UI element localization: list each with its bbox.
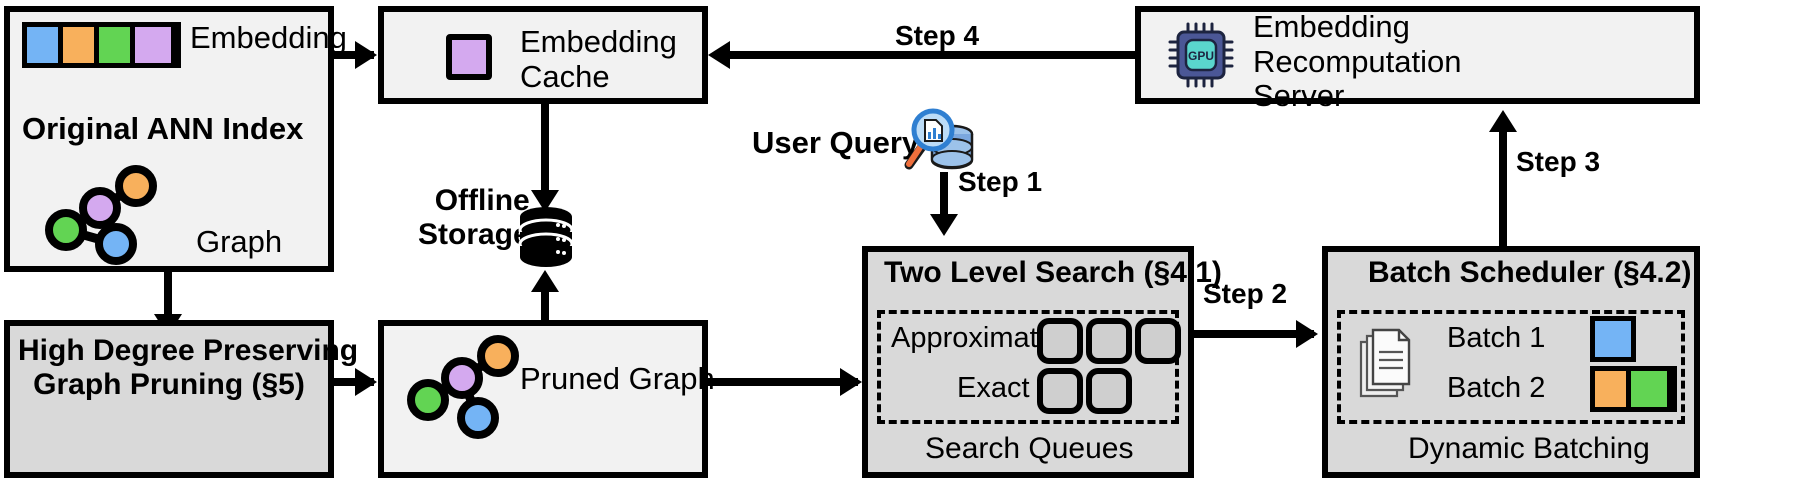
embedding-cache-title: Embedding Cache [520,24,677,94]
embedding-label: Embedding [190,20,347,55]
edge-pruned-to-search-line [708,378,858,386]
queue-slot[interactable] [1086,318,1132,364]
batch-cell [1595,371,1631,407]
user-query-label: User Query [752,125,920,160]
graph-label: Graph [196,224,283,259]
step4-label: Step 4 [895,20,980,51]
database-icon [518,206,574,268]
edge-cache-to-storage-arrow [531,190,559,212]
graph-pruning-title: High Degree Preserving Graph Pruning (§5… [18,334,359,401]
edge-cache-to-storage-line [541,104,549,192]
documents-icon [1357,328,1413,400]
recomputation-server-title: Embedding Recomputation Server [1253,9,1462,114]
offline-storage-label: Offline Storage [418,184,530,251]
queue-slot[interactable] [1037,368,1083,414]
batch-scheduler-title: Batch Scheduler (§4.2) [1368,256,1692,289]
edge-step4-line [730,51,1135,59]
edge-step1-line [940,172,948,218]
search-queues-dashed-region [877,310,1179,424]
svg-text:GPU: GPU [1188,49,1214,63]
embedding-cache-box [378,6,708,104]
edge-step1-arrow [930,214,958,236]
edge-pruned-to-storage-arrow [531,270,559,292]
embedding-strip [22,22,181,68]
step3-label: Step 3 [1516,146,1601,177]
edge-pruned-to-search-arrow [840,368,862,396]
queue-slot[interactable] [1037,318,1083,364]
embedding-cell-1 [27,27,63,63]
graph-pruning-box [4,320,334,478]
recomputation-server-box [1135,6,1700,104]
edge-pruned-to-storage-line [541,290,549,322]
magnifier-database-icon [900,108,982,184]
exact-row-label: Exact [957,372,1030,404]
edge-index-to-cache-line [334,51,374,59]
dynamic-batching-caption: Dynamic Batching [1408,432,1650,465]
edge-index-to-pruning-line [164,272,172,320]
batch-cell [1595,321,1631,357]
edge-pruning-to-pruned-arrow [355,368,377,396]
step1-label: Step 1 [958,166,1043,197]
edge-step3-arrow [1489,110,1517,132]
gpu-icon: GPU [1168,22,1234,88]
two-level-search-title: Two Level Search (§4.1) [884,256,1222,289]
embedding-cell-4 [135,27,171,63]
batch-scheduler-box [1322,246,1700,478]
batch-2-label: Batch 2 [1447,372,1546,404]
dynamic-batching-dashed-region [1337,310,1685,424]
queue-slot[interactable] [1135,318,1181,364]
two-level-search-box [862,246,1194,478]
approximate-row-label: Approximate [891,322,1054,354]
approximate-queue-slots [1037,318,1181,364]
batch-cell [1631,371,1667,407]
search-queues-caption: Search Queues [925,432,1134,465]
original-ann-index-title: Original ANN Index [22,111,304,146]
edge-index-to-cache-arrow [355,41,377,69]
batch-2-cells [1590,366,1677,412]
batch-1-cells [1590,316,1636,362]
queue-slot[interactable] [1086,368,1132,414]
edge-step2-arrow [1296,320,1318,348]
edge-step2-line [1194,330,1314,338]
batch-1-label: Batch 1 [1447,322,1546,354]
exact-queue-slots [1037,368,1132,414]
original-graph-icon [38,165,163,265]
embedding-cell-2 [63,27,99,63]
pruned-graph-label: Pruned Graph [520,361,715,396]
embedding-cache-swatch [446,34,492,80]
edge-step4-arrow [708,41,730,69]
step2-label: Step 2 [1203,278,1288,309]
edge-step3-line [1499,130,1507,252]
embedding-cell-3 [99,27,135,63]
edge-pruning-to-pruned-line [334,378,374,386]
pruned-graph-icon [400,335,525,448]
